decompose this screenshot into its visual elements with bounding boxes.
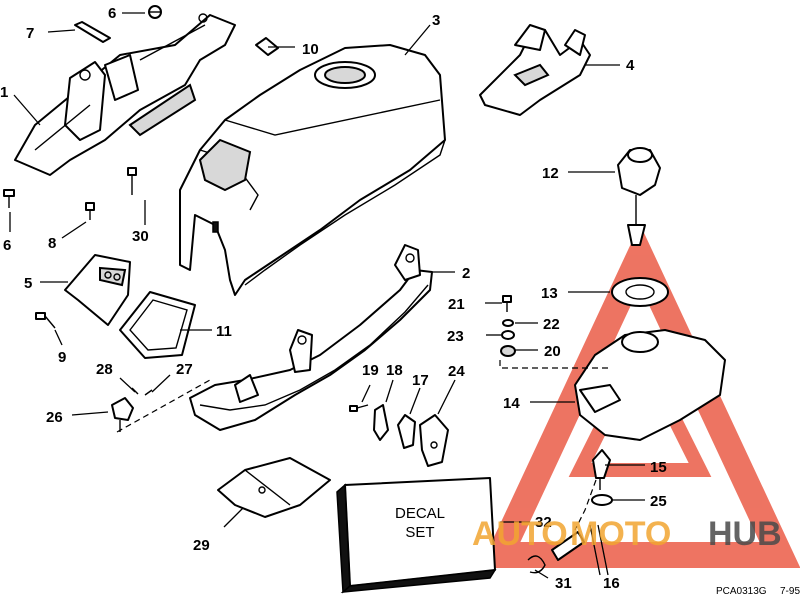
part-30-screw bbox=[127, 167, 137, 195]
callout-12: 12 bbox=[542, 165, 559, 182]
part-2-lower-pan bbox=[189, 244, 433, 431]
callout-8: 8 bbox=[48, 235, 56, 252]
callout-13: 13 bbox=[541, 285, 558, 302]
part-15-fuel-valve bbox=[592, 449, 611, 490]
callout-10: 10 bbox=[302, 41, 319, 58]
callout-24: 24 bbox=[448, 363, 465, 380]
part-9-screw bbox=[35, 312, 56, 329]
part-12-fuel-cap bbox=[617, 147, 661, 246]
leader-lines bbox=[9, 12, 645, 579]
callout-31: 31 bbox=[555, 575, 572, 592]
callout-6-top: 6 bbox=[108, 5, 116, 22]
part-27-pin bbox=[144, 389, 153, 396]
callout-29: 29 bbox=[193, 537, 210, 554]
part-31-clamp bbox=[527, 555, 546, 574]
assembly-lines bbox=[116, 360, 612, 531]
part-25-clip bbox=[591, 494, 613, 506]
part-6-screw-top bbox=[148, 5, 162, 19]
part-14-fuel-tank bbox=[574, 329, 726, 441]
callout-3: 3 bbox=[432, 12, 440, 29]
part-18-clip bbox=[373, 404, 389, 441]
part-20-grommet bbox=[500, 345, 516, 357]
automotohub-watermark: AUTO MOTO HUB bbox=[472, 515, 782, 553]
callout-15: 15 bbox=[650, 459, 667, 476]
watermark-auto: AUTO bbox=[472, 515, 568, 553]
callout-17: 17 bbox=[412, 372, 429, 389]
part-16-hose bbox=[551, 531, 585, 561]
callout-7: 7 bbox=[26, 25, 34, 42]
part-32-decal-set: DECAL SET bbox=[336, 477, 497, 594]
callout-numbers: 1 2 3 4 5 6 6 7 8 9 10 11 12 13 14 15 16… bbox=[0, 5, 667, 592]
part-28-spring bbox=[131, 387, 139, 395]
watermark-moto: MOTO bbox=[570, 515, 671, 553]
part-21-screw bbox=[502, 295, 512, 312]
callout-2: 2 bbox=[462, 265, 470, 282]
callout-22: 22 bbox=[543, 316, 560, 333]
watermark-hub: HUB bbox=[708, 515, 782, 553]
callout-28: 28 bbox=[96, 361, 113, 378]
diagram-date: 7-95 bbox=[780, 586, 800, 596]
callout-21: 21 bbox=[448, 296, 465, 313]
part-22-washer bbox=[502, 319, 514, 327]
callout-23: 23 bbox=[447, 328, 464, 345]
part-8-screw bbox=[85, 202, 95, 220]
callout-1: 1 bbox=[0, 84, 8, 101]
callout-14: 14 bbox=[503, 395, 520, 412]
part-3-cowling bbox=[179, 44, 446, 296]
callout-30: 30 bbox=[132, 228, 149, 245]
part-5-bracket bbox=[64, 254, 131, 326]
callout-32: 32 bbox=[535, 514, 552, 531]
part-10-sleeve bbox=[255, 37, 279, 56]
part-6-screw-left bbox=[3, 189, 15, 208]
callout-20: 20 bbox=[544, 343, 561, 360]
callout-6-left: 6 bbox=[3, 237, 11, 254]
callout-4: 4 bbox=[626, 57, 635, 74]
part-4-bracket bbox=[479, 24, 591, 116]
part-26-latch bbox=[111, 397, 134, 432]
decal-line1: DECAL bbox=[395, 505, 445, 522]
callout-9: 9 bbox=[58, 349, 66, 366]
callout-11: 11 bbox=[216, 323, 232, 340]
diagram-code: PCA0313G bbox=[716, 586, 767, 596]
callout-5: 5 bbox=[24, 275, 32, 292]
callout-19: 19 bbox=[362, 362, 379, 379]
part-24-cover bbox=[419, 414, 449, 467]
callout-25: 25 bbox=[650, 493, 667, 510]
part-1-support-bracket bbox=[14, 13, 236, 176]
callout-18: 18 bbox=[386, 362, 403, 379]
callout-16: 16 bbox=[603, 575, 620, 592]
part-17-cam bbox=[397, 414, 416, 449]
part-11-gasket bbox=[119, 291, 196, 359]
part-29-plate bbox=[217, 457, 331, 518]
part-7-plate bbox=[74, 21, 111, 43]
part-19-screw bbox=[349, 404, 369, 412]
part-23-washer bbox=[501, 330, 515, 340]
part-13-gasket-ring bbox=[611, 277, 669, 307]
callout-26: 26 bbox=[46, 409, 63, 426]
callout-27: 27 bbox=[176, 361, 193, 378]
decal-line2: SET bbox=[405, 524, 434, 541]
